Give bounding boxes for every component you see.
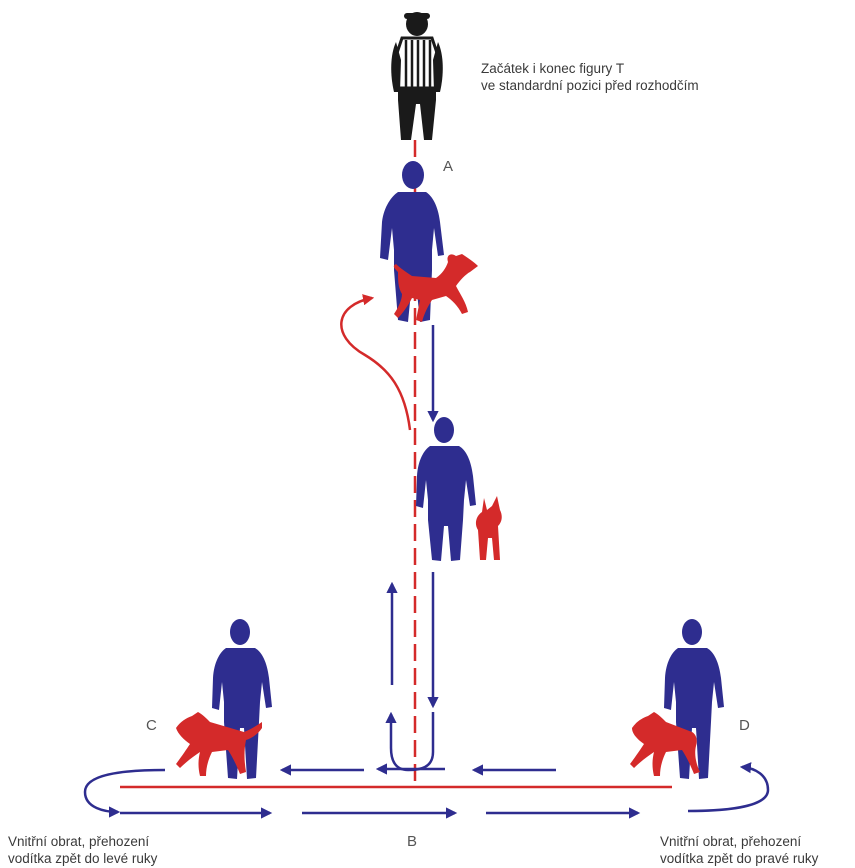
judge-figure [391, 12, 443, 140]
right-turn-caption-line2: vodítka zpět do pravé ruky [660, 850, 818, 867]
point-c-label: C [146, 717, 157, 734]
start-caption-line1: Začátek i konec figury T [481, 60, 699, 77]
left-turn-caption-line2: vodítka zpět do levé ruky [8, 850, 157, 867]
handler-middle [416, 417, 476, 561]
left-turn-caption: Vnitřní obrat, přehození vodítka zpět do… [8, 833, 157, 867]
left-turn-caption-line1: Vnitřní obrat, přehození [8, 833, 157, 850]
right-turn-caption: Vnitřní obrat, přehození vodítka zpět do… [660, 833, 818, 867]
left-turn-arrow [85, 770, 165, 812]
center-turn-arrow [391, 712, 433, 770]
point-d-label: D [739, 717, 750, 734]
right-turn-caption-line1: Vnitřní obrat, přehození [660, 833, 818, 850]
point-b-label: B [407, 833, 417, 850]
point-a-label: A [443, 158, 453, 175]
start-caption-line2: ve standardní pozici před rozhodčím [481, 77, 699, 94]
start-caption: Začátek i konec figury T ve standardní p… [481, 60, 699, 94]
dog-middle [476, 496, 502, 560]
